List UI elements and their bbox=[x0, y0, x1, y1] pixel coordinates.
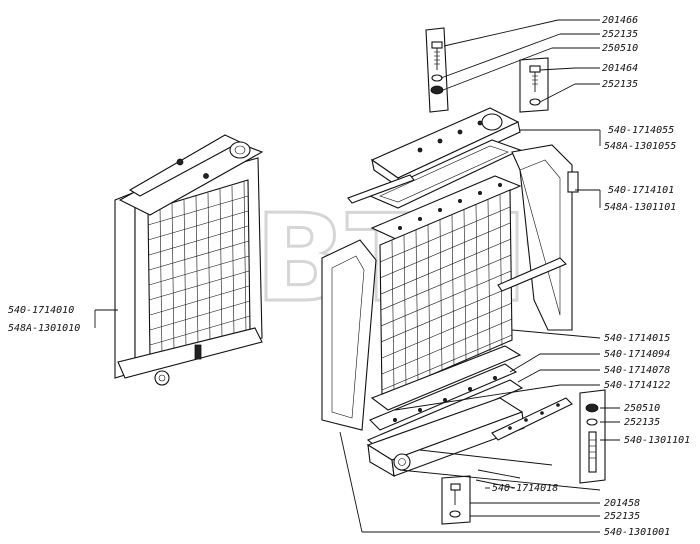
leader-lines bbox=[94, 19, 620, 533]
top-bolt-group-left bbox=[425, 27, 449, 113]
side-strip bbox=[491, 397, 573, 441]
left-side-panel bbox=[321, 239, 377, 431]
lower-mount-plate bbox=[475, 469, 521, 489]
label-548A-1301010: 548А-1301010 bbox=[8, 323, 80, 334]
upper-plate bbox=[370, 175, 522, 241]
long-bolt-group bbox=[579, 389, 606, 484]
label-548A-1301055: 548А-1301055 bbox=[604, 141, 676, 152]
label-540-1714122: 540-1714122 bbox=[604, 380, 670, 391]
label-201466: 201466 bbox=[602, 15, 638, 26]
label-250510-b: 250510 bbox=[624, 403, 660, 414]
label-540-1714010: 540-1714010 bbox=[8, 305, 74, 316]
right-side-bracket bbox=[497, 144, 579, 331]
top-bolt-group-right bbox=[519, 57, 549, 113]
bottom-bolt-group bbox=[441, 475, 471, 525]
label-540-1714078: 540-1714078 bbox=[604, 365, 670, 376]
label-250510-a: 250510 bbox=[602, 43, 638, 54]
label-540-1714055: 540-1714055 bbox=[608, 125, 674, 136]
label-201458: 201458 bbox=[604, 498, 640, 509]
radiator-core-exploded bbox=[379, 189, 513, 397]
label-201464: 201464 bbox=[602, 63, 638, 74]
label-540-1301001: 540-1301001 bbox=[604, 527, 670, 538]
label-252135-c: 252135 bbox=[624, 417, 660, 428]
label-540-1301101: 540-1301101 bbox=[624, 435, 690, 446]
assembled-radiator bbox=[114, 134, 264, 386]
label-540-1714018: 540-1714018 bbox=[492, 483, 558, 494]
callout-labels: 201466 252135 250510 201464 252135 540-1… bbox=[8, 15, 690, 538]
label-540-1714101: 540-1714101 bbox=[608, 185, 674, 196]
lower-tank bbox=[366, 397, 525, 478]
upper-gasket bbox=[347, 139, 522, 209]
label-252135-d: 252135 bbox=[604, 511, 640, 522]
label-540-1714015: 540-1714015 bbox=[604, 333, 670, 344]
label-252135-b: 252135 bbox=[602, 79, 638, 90]
label-548A-1301101: 548А-1301101 bbox=[604, 202, 676, 213]
label-252135-a: 252135 bbox=[602, 29, 638, 40]
label-540-1714094: 540-1714094 bbox=[604, 349, 670, 360]
